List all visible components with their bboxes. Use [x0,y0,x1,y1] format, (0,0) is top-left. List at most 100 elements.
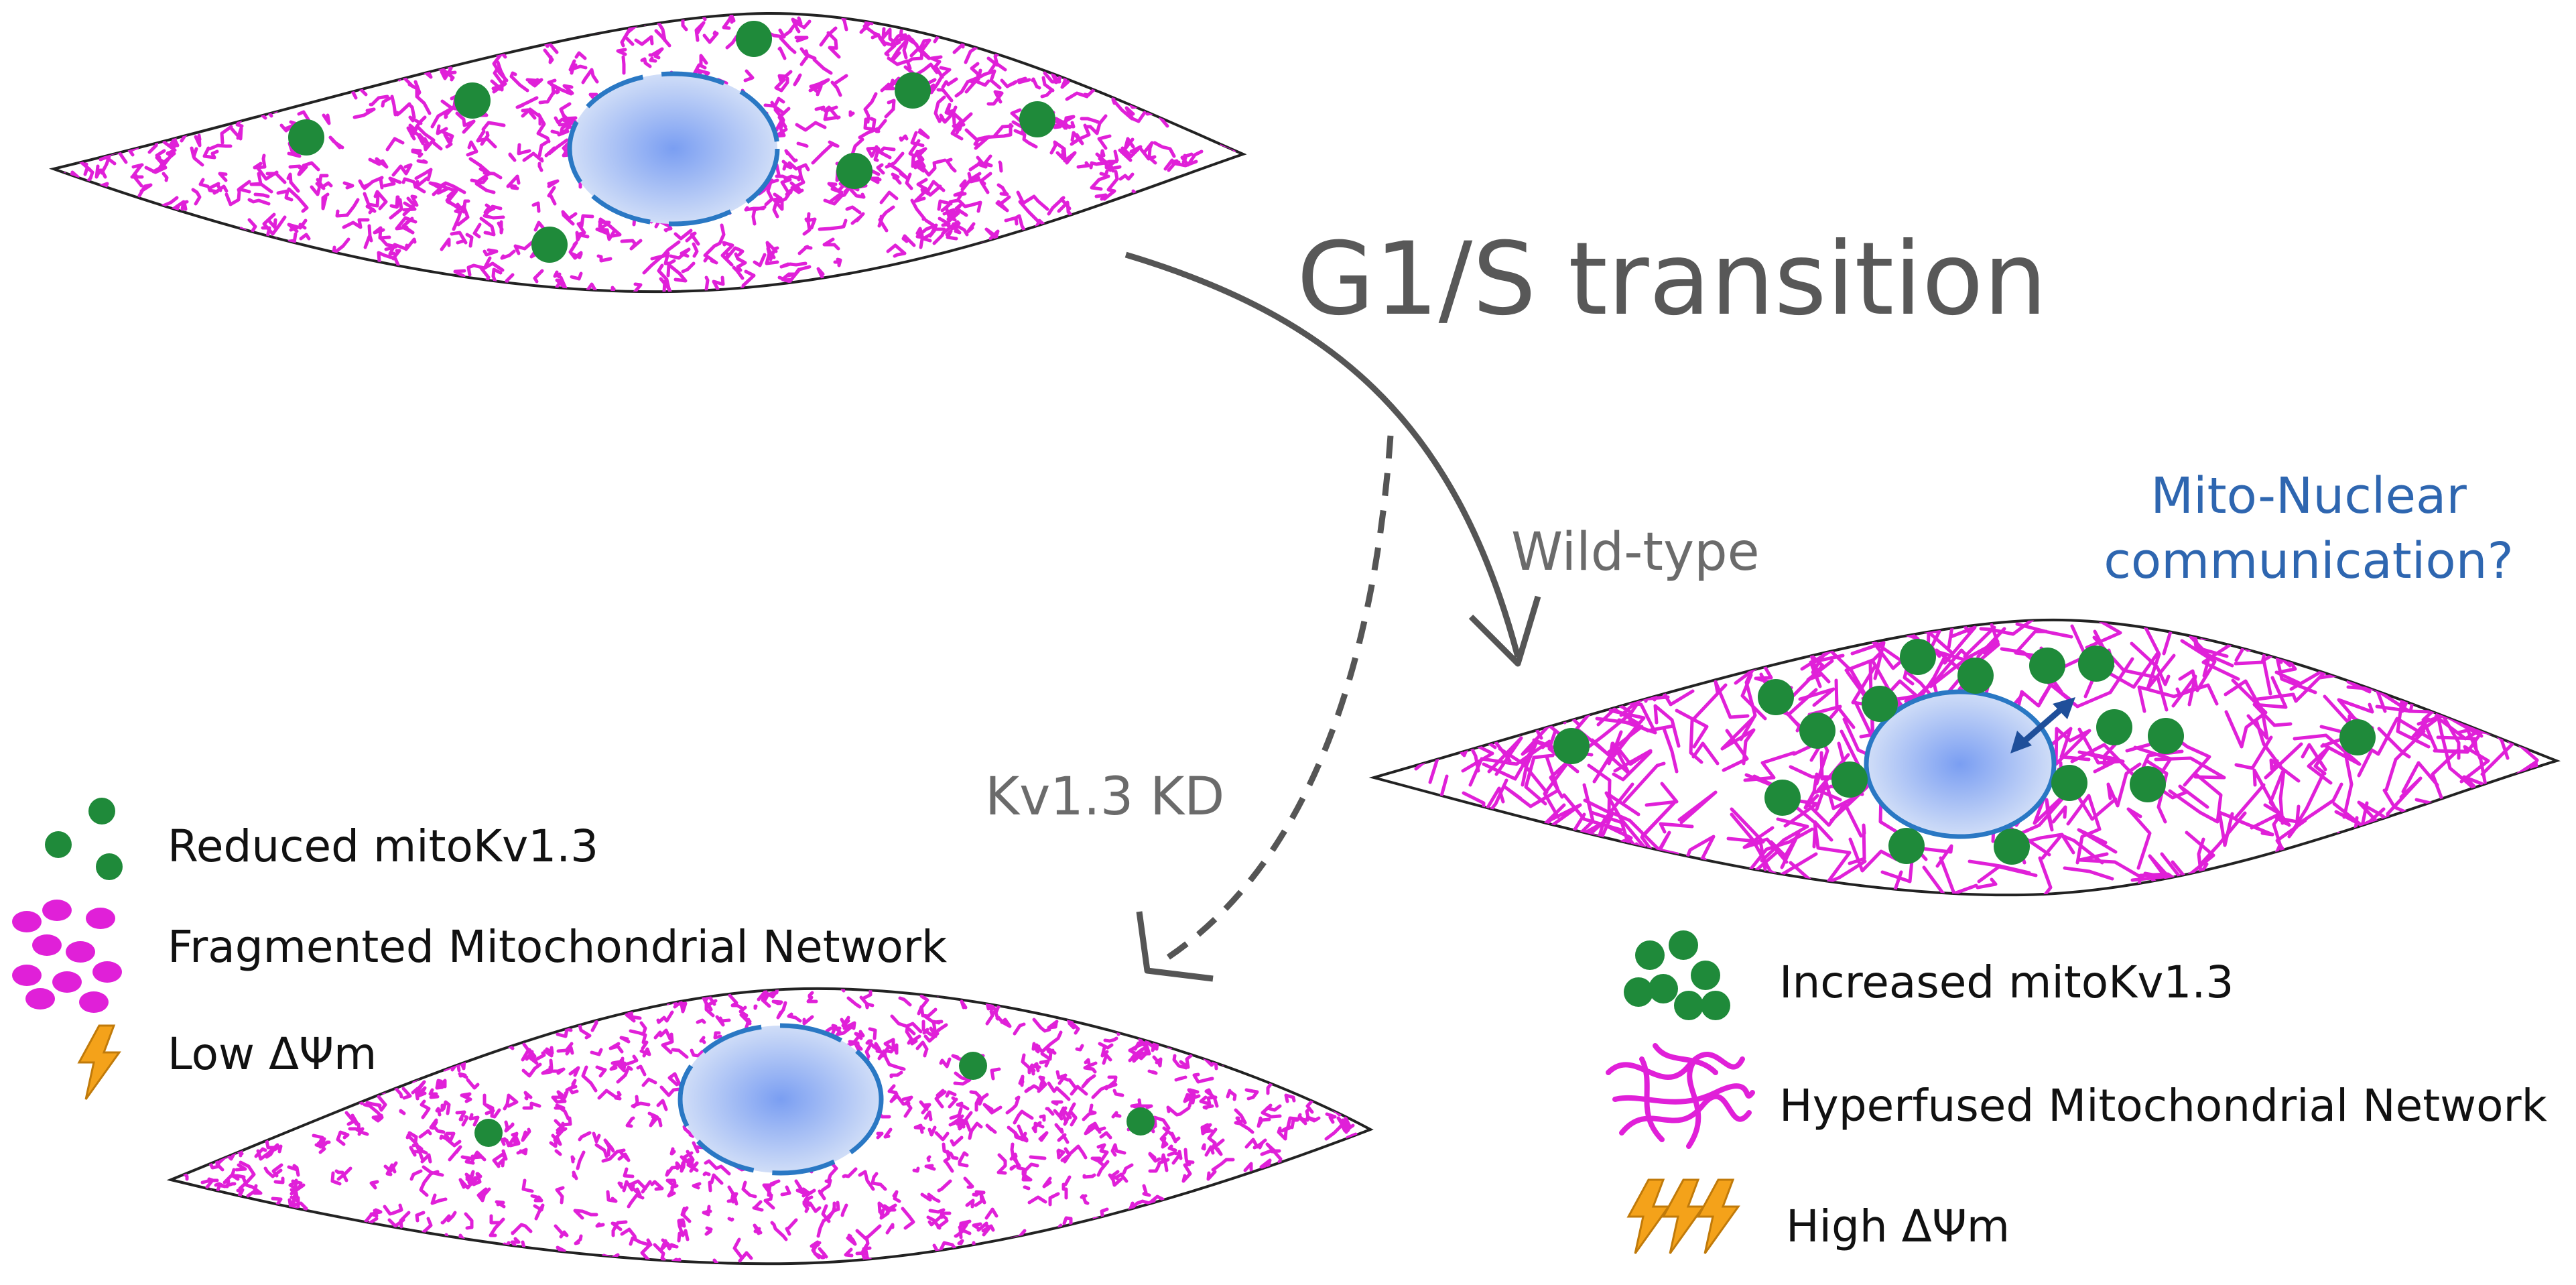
mitochondrion [1592,880,1640,896]
mitochondrion [2479,823,2522,863]
mitochondrion [1013,1109,1034,1125]
mitochondrion [802,1200,812,1213]
mitochondrion [1815,780,1856,811]
mitochondrion [365,1241,380,1261]
mitochondrion [877,215,885,228]
mitochondrion [273,1176,285,1184]
mitochondrion [1168,1011,1181,1024]
mitochondrion [402,201,417,212]
mitochondrion [217,17,230,32]
mitochondrion [446,1211,457,1223]
mitochondrion [776,1001,787,1020]
mitochondrion [942,208,956,216]
mitochondrion [1340,1180,1350,1190]
mitochondrion [1741,827,1814,881]
mitochondrion [316,263,333,288]
mitochondrion [904,279,922,292]
mitochondrion [1096,1014,1103,1024]
mitochondrion [999,256,1007,263]
mitochondrion [702,30,719,44]
mitochondrion [1168,1199,1177,1209]
mitochondrion [2168,773,2223,824]
mitochondrion [419,1170,440,1197]
mitochondrion [2295,804,2301,829]
mitochondrion [659,1085,682,1097]
mitochondrion [2524,815,2557,866]
mitochondrion [1346,1160,1354,1172]
mitochondrion [461,13,479,25]
mitochondrion [1614,851,1680,888]
mitochondrion [214,264,237,292]
mitochondrion [416,159,428,164]
mitochondrion [846,1233,857,1246]
mitochondrion [1548,644,1596,694]
mitochondrion [187,27,200,34]
mitochondrion [2184,831,2215,879]
mitochondrion [917,1005,938,1018]
mitochondrion [205,1177,215,1189]
mitochondrion [322,181,333,188]
mitochondrion [1078,1227,1086,1236]
mitochondrion [402,196,416,217]
mitochondrion [1122,1260,1137,1264]
mitochondrion [1057,1133,1070,1144]
mitochondrion [389,988,401,1007]
mitochondrion [1521,740,1562,787]
mitochondrion [1592,744,1653,784]
mitochondrion [1141,13,1155,22]
mitochondrion [1384,639,1423,709]
mitochondrion [774,76,789,93]
mitochondrion [162,172,169,182]
mitochondrion [507,184,519,190]
mitochondrion [654,29,671,48]
mitochondrion [1063,1144,1088,1164]
mitochondrion [1325,1112,1337,1124]
mitochondrion [1042,1176,1052,1188]
mitochondrion [543,1046,554,1058]
mitochondrion [242,257,266,270]
mitochondrion [1033,1258,1043,1264]
mitochondrion [799,55,809,66]
mitochondrion [503,284,521,292]
mitochondrion [785,1218,798,1236]
mitochondrion [390,95,399,117]
mitochondrion [1249,1224,1257,1236]
mitochondrion [537,13,558,21]
mitochondrion [594,1143,608,1158]
mitochondrion [164,66,179,88]
mitochondrion [601,1148,626,1163]
mitochondrion [1157,247,1171,258]
mitochondrion [629,1179,647,1190]
mitochondrion [1538,710,1551,727]
mitochondrion [1040,1050,1053,1061]
mitochondrion [1038,1131,1049,1142]
mitochondrion [374,278,395,292]
mitochondrion [391,249,401,261]
mitochondrion [1312,1237,1331,1248]
mitochondrion [383,176,402,188]
mitochondrion [1183,21,1198,34]
mitochondrion [326,267,344,284]
mitochondrion [924,1164,936,1171]
mitochondrion [665,1165,683,1177]
mitochondrion [889,33,904,47]
mitochondrion [929,55,944,79]
mitochondrion [791,16,803,34]
mitochondrion [168,70,182,84]
mitochondrion [1374,852,1397,868]
mitochondrion [632,1095,639,1109]
legend-hyperfused-network: Hyperfused Mitochondrial Network [1779,1080,2548,1131]
fragment [25,988,55,1009]
mitochondrion [1089,262,1096,274]
mitochondrion [527,1048,537,1061]
mitochondrion [485,1249,498,1264]
mitochondrion [86,96,101,102]
mitochondrion [1248,1046,1269,1054]
mitochondrion [1758,619,1805,633]
mitochondrion [573,1209,598,1220]
mitochondrion [1202,1104,1214,1110]
mitochondrion [916,281,923,290]
mitochondrion [1031,77,1041,90]
mitochondrion [653,1028,672,1041]
mitochondrion [182,1080,192,1088]
